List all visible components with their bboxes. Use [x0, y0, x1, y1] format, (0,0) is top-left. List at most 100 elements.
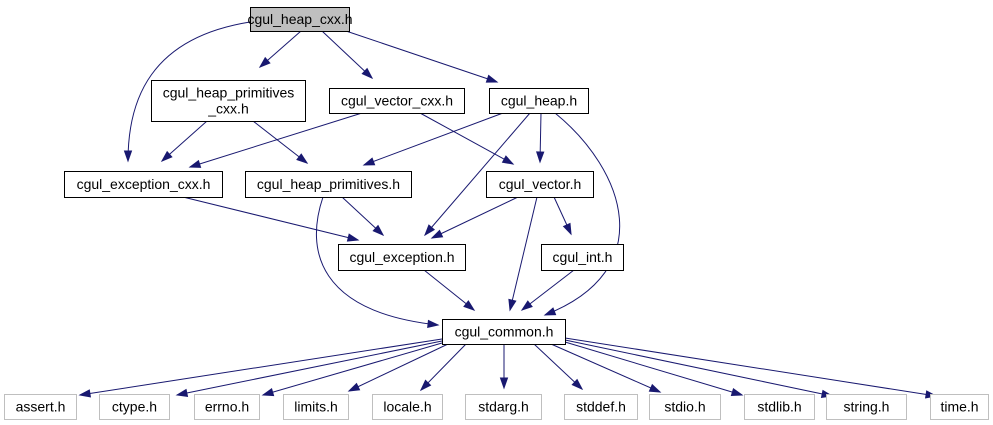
edge-line	[316, 196, 439, 326]
node-common[interactable]: cgul_common.h	[442, 319, 566, 345]
arrow-head-icon	[160, 150, 173, 163]
edge-line	[564, 339, 833, 397]
node-label: cgul_vector.h	[499, 176, 582, 192]
edge-line	[262, 342, 443, 396]
arrow-head-icon	[419, 379, 432, 392]
edge-vector-to-common	[508, 196, 538, 312]
node-label: cgul_int.h	[553, 249, 613, 265]
node-box	[826, 394, 907, 420]
edge-line	[348, 343, 449, 392]
edge-heap_prim-to-common	[316, 196, 440, 329]
edge-heap_cxx-to-heap	[345, 30, 499, 83]
node-label: cgul_heap_primitives.h	[257, 176, 400, 192]
edge-common-to-stdio	[550, 343, 662, 393]
node-stdlib: stdlib.h	[744, 394, 815, 420]
node-box	[99, 394, 170, 420]
node-ctype: ctype.h	[99, 394, 170, 420]
arrow-head-icon	[123, 150, 133, 163]
node-string: string.h	[826, 394, 907, 420]
node-vector[interactable]: cgul_vector.h	[486, 171, 594, 198]
node-label: cgul_exception_cxx.h	[77, 176, 211, 192]
node-int[interactable]: cgul_int.h	[541, 244, 624, 271]
edge-line	[420, 343, 467, 391]
edge-common-to-stdlib	[564, 341, 744, 397]
edge-vector-to-exception	[430, 196, 519, 239]
edge-common-to-limits	[347, 343, 449, 392]
node-label: cgul_heap.h	[501, 93, 577, 109]
node-errno: errno.h	[194, 394, 260, 420]
edge-int-to-common	[520, 269, 575, 311]
edge-heap_prim-to-exception	[341, 196, 385, 237]
edge-line	[345, 30, 498, 83]
edge-heap_prim_cxx-to-heap_prim	[252, 120, 309, 164]
edge-line	[182, 196, 359, 241]
node-box	[930, 394, 989, 420]
edge-heap_cxx-to-heap_prim_cxx	[258, 30, 302, 68]
node-box	[64, 171, 223, 198]
arrow-head-icon	[562, 222, 572, 236]
node-label: stddef.h	[576, 399, 626, 415]
node-box	[541, 244, 624, 271]
edge-vector_cxx-to-exception_cxx	[188, 112, 363, 168]
arrow-head-icon	[430, 229, 444, 239]
arrow-head-icon	[188, 159, 202, 168]
node-exception[interactable]: cgul_exception.h	[338, 244, 466, 271]
node-heap[interactable]: cgul_heap.h	[489, 88, 589, 114]
edge-common-to-string	[564, 339, 834, 398]
edge-line	[544, 112, 621, 316]
node-label: cgul_common.h	[455, 324, 554, 340]
node-label: _cxx.h	[207, 101, 248, 117]
node-box	[245, 171, 412, 198]
node-box	[489, 88, 589, 114]
arrow-head-icon	[296, 153, 309, 164]
edge-common-to-stddef	[533, 343, 584, 391]
node-label: string.h	[844, 399, 890, 415]
edge-vector-to-int	[553, 196, 572, 236]
node-label: limits.h	[294, 399, 338, 415]
arrow-head-icon	[427, 319, 440, 329]
edge-exception_cxx-to-exception	[182, 196, 360, 242]
node-exception-cxx[interactable]: cgul_exception_cxx.h	[64, 171, 223, 198]
edge-common-to-time	[564, 337, 938, 399]
node-assert: assert.h	[4, 394, 77, 420]
node-box	[250, 7, 350, 32]
arrow-head-icon	[508, 298, 517, 312]
edge-common-to-locale	[419, 343, 467, 392]
node-heap-cxx[interactable]: cgul_heap_cxx.h	[247, 7, 353, 32]
edge-heap-to-heap_prim	[362, 112, 504, 166]
arrow-head-icon	[648, 383, 662, 393]
edge-line	[252, 120, 308, 164]
node-heap-prim[interactable]: cgul_heap_primitives.h	[245, 171, 412, 198]
arrow-head-icon	[361, 67, 374, 80]
edge-line	[564, 337, 937, 397]
node-heap-prim-cxx[interactable]: cgul_heap_primitives_cxx.h	[151, 80, 306, 122]
edge-common-to-assert	[78, 338, 443, 398]
edge-line	[533, 343, 583, 390]
node-vector-cxx[interactable]: cgul_vector_cxx.h	[329, 88, 465, 114]
node-box	[465, 394, 542, 420]
arrow-head-icon	[346, 233, 360, 242]
node-label: cgul_heap_cxx.h	[247, 11, 352, 27]
edge-heap_cxx-to-exception_cxx	[123, 21, 251, 163]
edge-line	[424, 112, 531, 236]
arrow-head-icon	[78, 389, 92, 398]
edge-line	[363, 112, 504, 166]
edge-common-to-stdarg	[499, 344, 509, 390]
node-label: cgul_vector_cxx.h	[341, 93, 453, 109]
node-box	[151, 80, 306, 122]
arrow-head-icon	[424, 224, 436, 237]
node-stddef: stddef.h	[564, 394, 638, 420]
node-box	[283, 394, 349, 420]
node-box	[649, 394, 721, 420]
edge-line	[419, 112, 514, 165]
arrow-head-icon	[499, 377, 509, 390]
arrow-head-icon	[258, 56, 271, 68]
node-box	[329, 88, 465, 114]
edge-line	[176, 340, 443, 396]
node-box	[372, 394, 443, 420]
node-box	[442, 319, 566, 345]
node-label: ctype.h	[112, 399, 157, 415]
arrow-head-icon	[485, 74, 499, 83]
edge-exception-to-common	[423, 269, 476, 311]
arrow-head-icon	[543, 307, 557, 316]
